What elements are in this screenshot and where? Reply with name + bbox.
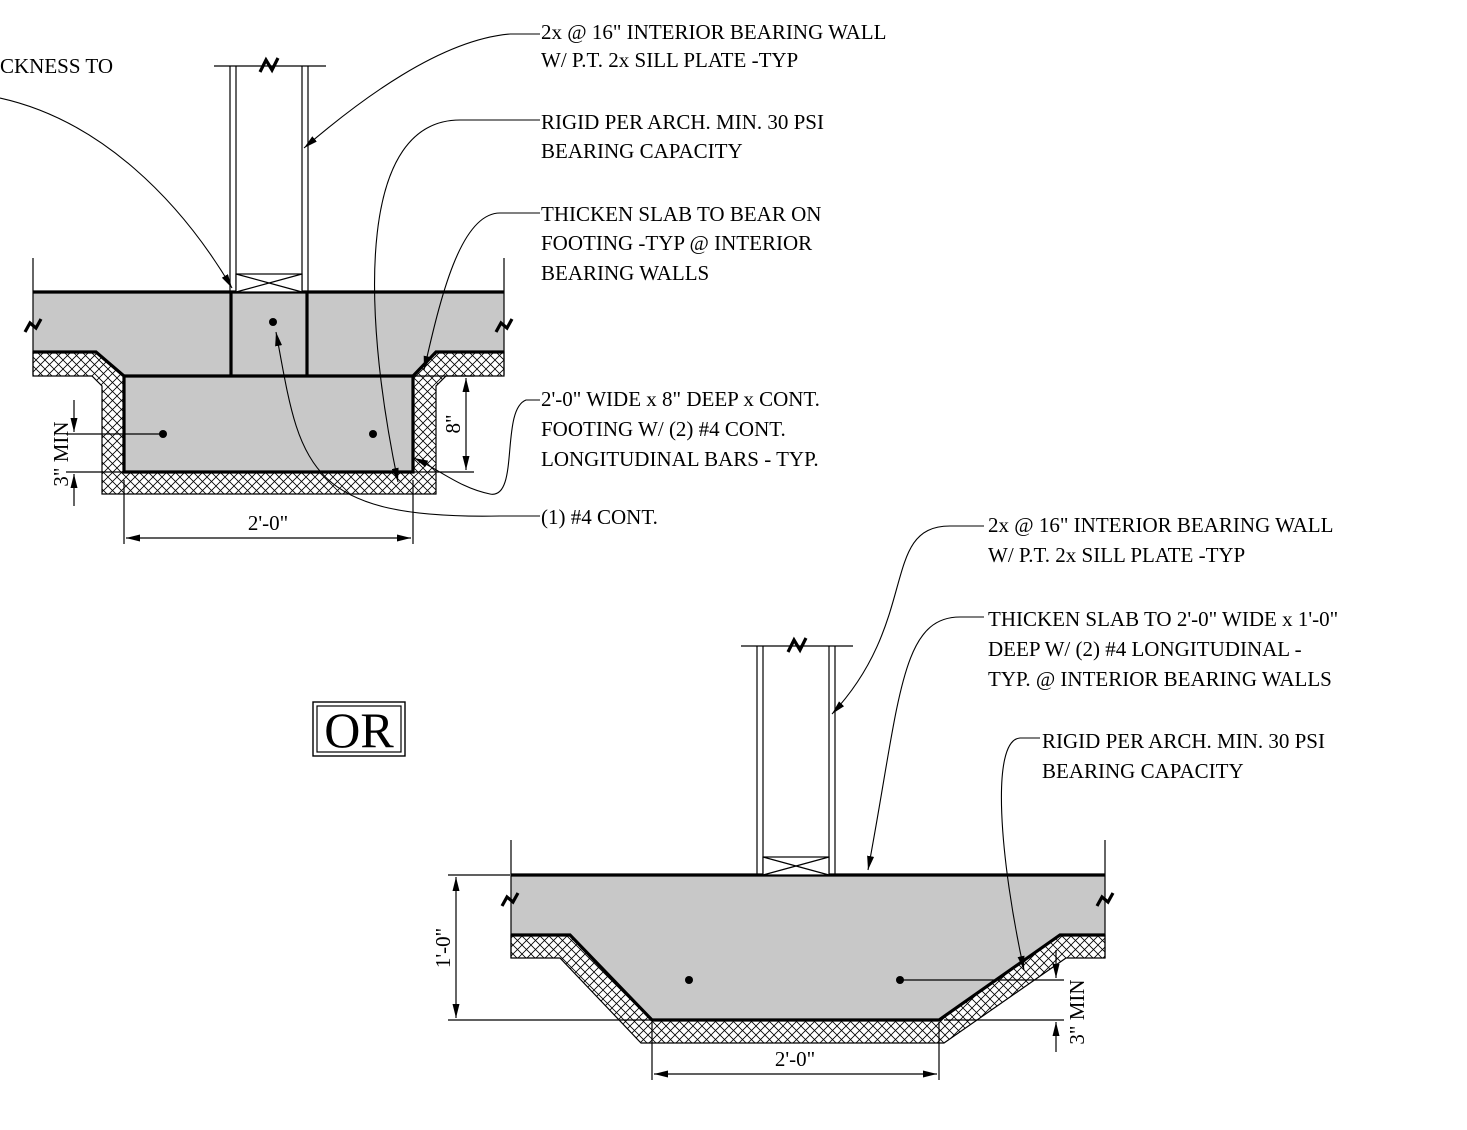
top-break-left-icon <box>23 318 43 333</box>
top-break-right-icon <box>494 318 514 333</box>
top-bar-leader <box>275 331 540 517</box>
top-bar-note: (1) #4 CONT. <box>541 505 658 529</box>
top-depth-dimension: 8" <box>441 414 465 433</box>
bottom-rebar-right <box>896 976 904 984</box>
bottom-rebar-left <box>685 976 693 984</box>
top-footing-note-line3: LONGITUDINAL BARS - TYP. <box>541 447 819 471</box>
top-rebar-right <box>369 430 377 438</box>
top-width-dimension: 2'-0" <box>248 511 288 535</box>
bottom-wall-note-line1: 2x @ 16" INTERIOR BEARING WALL <box>988 513 1333 537</box>
bottom-wall-break-icon <box>786 636 808 654</box>
top-rigid-note-line2: BEARING CAPACITY <box>541 139 743 163</box>
bottom-thicken-note-line3: TYP. @ INTERIOR BEARING WALLS <box>988 667 1332 691</box>
bottom-cover-dimension: 3" MIN <box>1065 979 1089 1044</box>
bottom-break-right-icon <box>1095 892 1115 907</box>
top-footing-leader <box>413 399 540 495</box>
bottom-thicken-note-line2: DEEP W/ (2) #4 LONGITUDINAL - <box>988 637 1302 661</box>
top-rigid-note-line1: RIGID PER ARCH. MIN. 30 PSI <box>541 110 824 134</box>
top-partial-note: CKNESS TO <box>0 54 113 78</box>
bottom-wall-note-line2: W/ P.T. 2x SILL PLATE -TYP <box>988 543 1245 567</box>
bottom-stud-wall <box>741 636 853 876</box>
top-wall-leader <box>303 33 540 149</box>
bottom-rigid-leader <box>1000 737 1040 971</box>
top-detail: 2'-0" 8" 3" MIN CKNESS TO 2x @ 16" INTER… <box>0 20 886 544</box>
top-footing-note-line1: 2'-0" WIDE x 8" DEEP x CONT. <box>541 387 820 411</box>
bottom-width-dimension: 2'-0" <box>775 1047 815 1071</box>
bottom-detail: 2'-0" 1'-0" 3" MIN 2x @ 16" INTERIOR BEA… <box>431 513 1338 1080</box>
top-thicken-note-line2: FOOTING -TYP @ INTERIOR <box>541 231 812 255</box>
top-rigid-leader <box>374 119 540 483</box>
bottom-rigid-note-line1: RIGID PER ARCH. MIN. 30 PSI <box>1042 729 1325 753</box>
top-wall-note-line1: 2x @ 16" INTERIOR BEARING WALL <box>541 20 886 44</box>
bottom-depth-dimension: 1'-0" <box>431 928 455 968</box>
top-rebar-left <box>159 430 167 438</box>
bottom-concrete-slab <box>511 875 1105 1020</box>
bottom-thicken-leader <box>867 616 984 871</box>
top-stud-wall <box>214 56 326 293</box>
or-separator: OR <box>312 701 406 758</box>
top-thicken-note-line3: BEARING WALLS <box>541 261 709 285</box>
top-wall-break-icon <box>258 56 280 74</box>
bottom-break-left-icon <box>500 892 520 907</box>
top-thicken-note-line1: THICKEN SLAB TO BEAR ON <box>541 202 821 226</box>
or-label: OR <box>324 702 394 758</box>
top-wall-note-line2: W/ P.T. 2x SILL PLATE -TYP <box>541 48 798 72</box>
top-cover-dimension: 3" MIN <box>49 421 73 486</box>
bottom-thicken-note-line1: THICKEN SLAB TO 2'-0" WIDE x 1'-0" <box>988 607 1338 631</box>
top-rebar-slab <box>269 318 277 326</box>
top-partial-leader <box>0 97 233 289</box>
top-concrete-slab <box>33 292 504 472</box>
bottom-rigid-note-line2: BEARING CAPACITY <box>1042 759 1244 783</box>
top-thicken-leader <box>423 212 540 371</box>
bottom-wall-leader <box>831 525 984 715</box>
top-footing-note-line2: FOOTING W/ (2) #4 CONT. <box>541 417 786 441</box>
